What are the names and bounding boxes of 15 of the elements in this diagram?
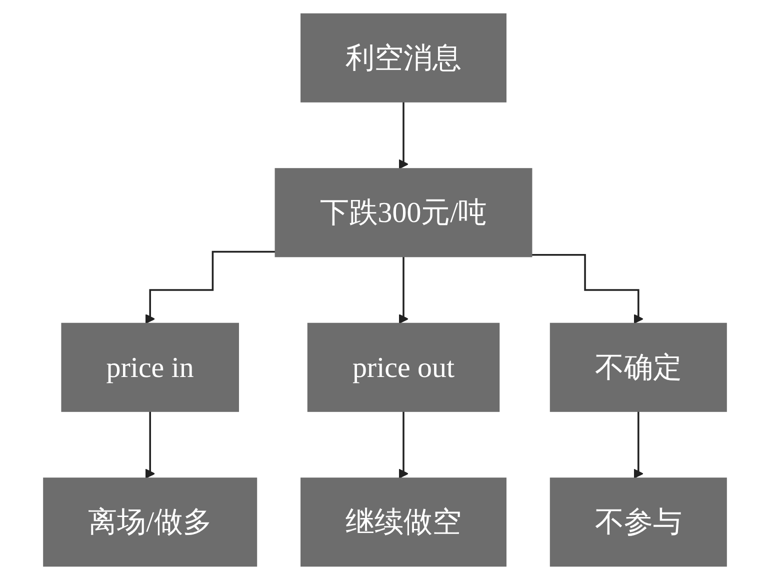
node-box: 不确定: [549, 322, 726, 412]
arrow: [531, 254, 643, 324]
node-box: 利空消息: [300, 13, 506, 102]
arrow: [144, 250, 275, 324]
node-box: 继续做空: [300, 478, 506, 567]
arrow: [398, 100, 408, 170]
node-box: price out: [306, 322, 500, 412]
arrow: [633, 410, 643, 479]
arrow: [398, 410, 408, 479]
arrow: [398, 256, 408, 324]
node-box: 下跌300元/吨: [274, 168, 532, 258]
node-box: 不参与: [549, 478, 726, 567]
node-box: 离场/做多: [42, 478, 257, 567]
node-box: price in: [60, 322, 238, 412]
arrow: [144, 410, 154, 479]
